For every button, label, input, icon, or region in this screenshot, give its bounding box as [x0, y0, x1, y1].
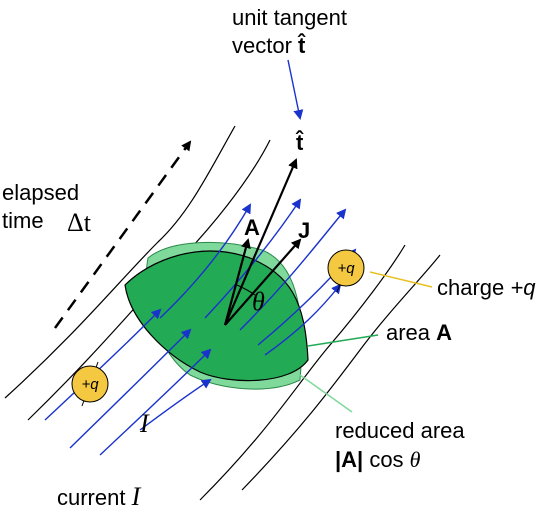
vector-J-label: J — [298, 218, 310, 243]
current-label-prefix: current — [57, 485, 132, 510]
reduced-area-theta: θ — [410, 447, 421, 472]
charge-label-value: +q — [510, 275, 536, 300]
vector-J-arrow — [224, 238, 302, 326]
reduced-area-leader — [299, 374, 353, 413]
charge-badge-lower: +q — [81, 376, 99, 393]
angle-theta: θ — [252, 287, 265, 316]
angle-arc — [236, 284, 256, 296]
charge-label: charge +q — [437, 275, 536, 300]
tangent-label-symbol: t̂ — [298, 33, 306, 58]
charge-upper-right: +q — [327, 249, 365, 293]
charge-badge-upper: +q — [337, 260, 355, 277]
time-symbol: Δt — [67, 208, 92, 237]
tangent-label-line2: vector t̂ — [232, 33, 306, 58]
reduced-area-line2: |A| cos θ — [335, 447, 421, 472]
area-label-symbol: A — [436, 320, 452, 345]
elapsed-time-arrow — [53, 140, 192, 329]
charge-leader — [369, 271, 433, 288]
tangent-label-leader — [287, 59, 304, 120]
tangent-label-prefix: vector — [232, 33, 298, 58]
wire-boundary-left — [4, 125, 236, 399]
current-label-symbol: I — [131, 482, 142, 511]
reduced-area-A: |A| — [335, 447, 363, 472]
current-label: current I — [57, 482, 142, 511]
time-label-line2: time — [2, 208, 44, 233]
area-label-prefix: area — [386, 320, 436, 345]
wire-boundary-right-outer — [241, 254, 441, 491]
tangent-label-line1: unit tangent — [232, 5, 347, 30]
charge-label-prefix: charge — [437, 275, 510, 300]
reduced-area-line1: reduced area — [335, 418, 465, 443]
vector-A-arrow — [223, 238, 251, 326]
vector-A-label: A — [244, 215, 260, 240]
reduced-area-cos: cos — [363, 447, 409, 472]
area-label: area A — [386, 320, 452, 345]
charge-lower-left: +q — [71, 361, 109, 407]
current-symbol-inside: I — [139, 409, 150, 438]
time-label-line1: elapsed — [2, 180, 79, 205]
area-leader — [307, 334, 379, 347]
tangent-symbol: t̂ — [296, 130, 304, 155]
unit-tangent-vector-arrow — [223, 158, 298, 326]
